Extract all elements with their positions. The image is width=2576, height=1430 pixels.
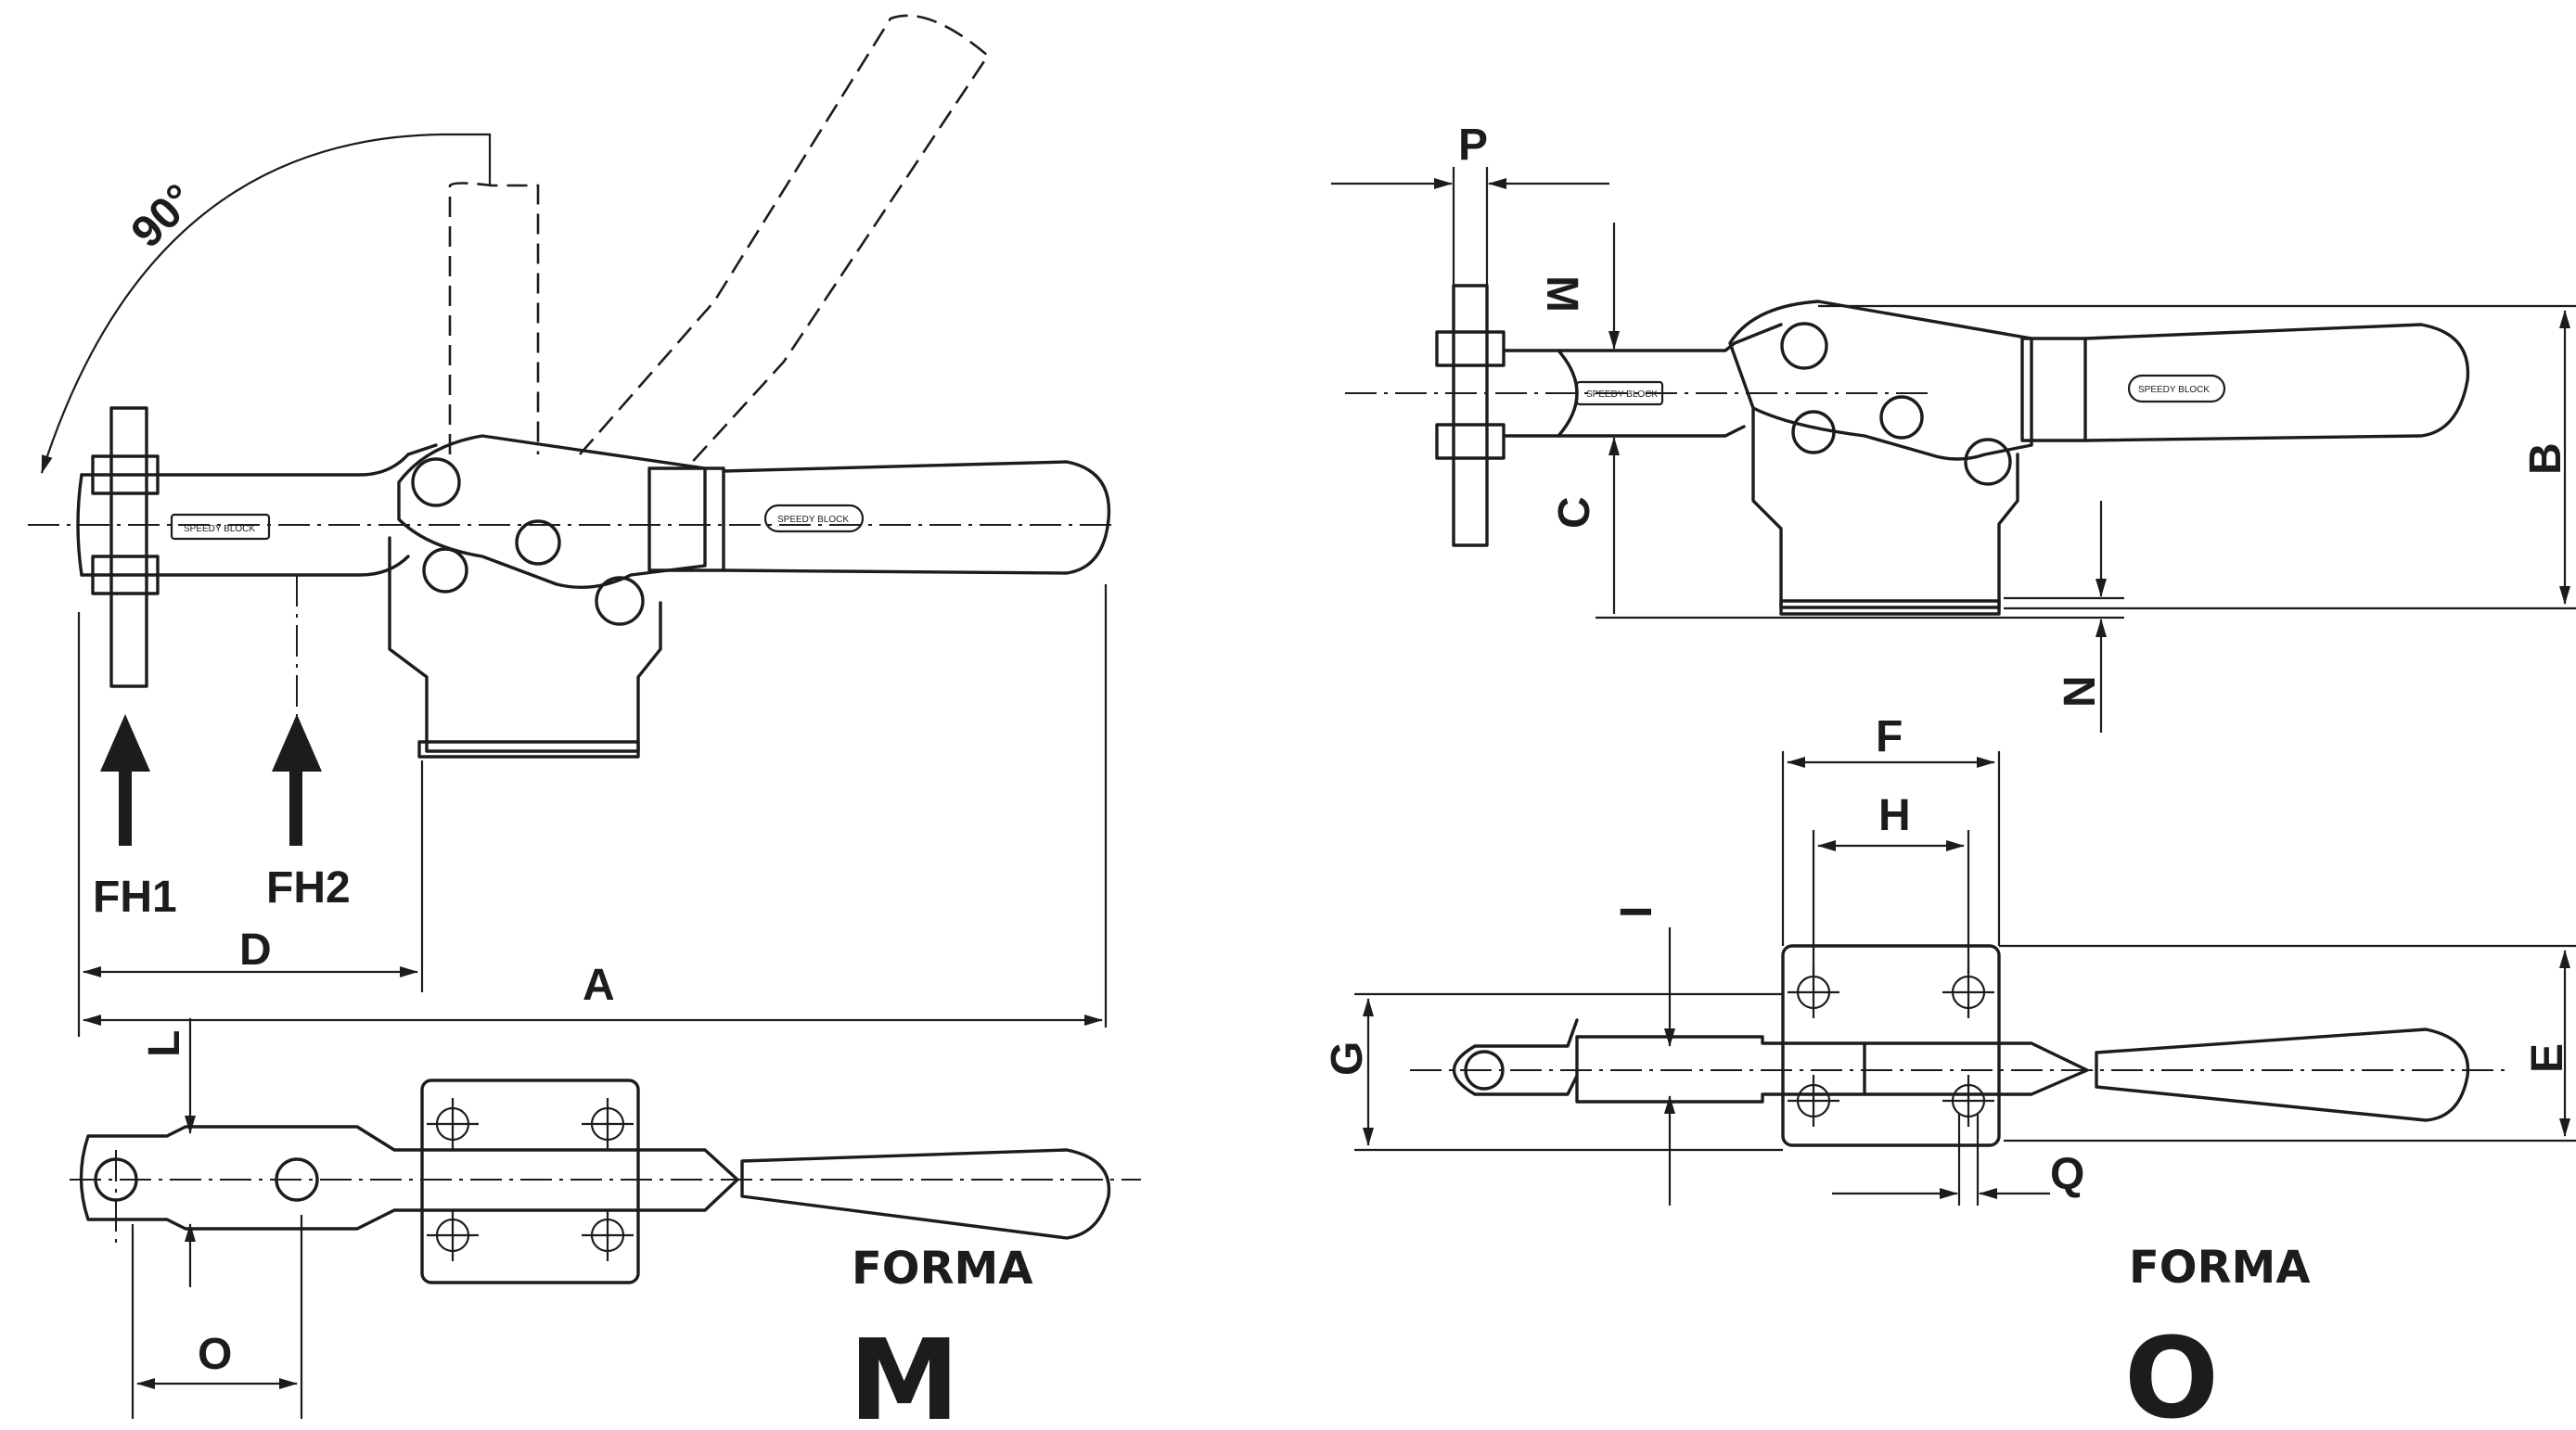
dim-f-label: F: [1876, 712, 1903, 761]
forma-m-word: FORMA: [852, 1243, 1032, 1295]
handle-top-o: [2095, 1028, 2470, 1122]
link-plate-o: [1728, 300, 2033, 461]
handle-logo-plate: [763, 504, 865, 533]
dim-o-label: O: [198, 1330, 232, 1379]
dim-d-label: D: [239, 926, 272, 975]
svg-text:SPEEDY BLOCK: SPEEDY BLOCK: [777, 515, 849, 525]
fh1-force-arrow: FH1: [93, 714, 177, 922]
forma-o-word: FORMA: [2129, 1242, 2310, 1294]
angle-label: 90°: [122, 175, 205, 258]
clamp-arm-o: [1502, 323, 1783, 438]
handle-grip-o: [2083, 323, 2470, 442]
dim-n-label: N: [2056, 675, 2105, 708]
spindle-o: [1452, 284, 1489, 547]
handle-ghost-vertical: [448, 182, 540, 454]
handle-top-m: [740, 1148, 1111, 1240]
dim-e-label: E: [2523, 1043, 2572, 1073]
forma-o-top-view: F H I G E Q FORMA O: [1323, 712, 2576, 1430]
forma-o-letter: O: [2124, 1315, 2219, 1430]
fh2-force-arrow: FH2: [266, 714, 351, 913]
dim-h-label: H: [1878, 791, 1911, 840]
arm-logo-plate: [170, 513, 271, 541]
dim-i-label: I: [1612, 906, 1661, 918]
dim-m-label: M: [1537, 275, 1586, 313]
spindle: [109, 406, 148, 688]
handle-ghost-angled: [579, 14, 990, 469]
dim-b-label: B: [2521, 442, 2570, 475]
svg-text:SPEEDY BLOCK: SPEEDY BLOCK: [1586, 389, 1658, 400]
dim-g-label: G: [1323, 1041, 1372, 1076]
dim-c-label: C: [1550, 496, 1599, 529]
link-plate: [397, 434, 707, 589]
arm-top-m: [79, 1125, 739, 1231]
clamp-arm: [80, 443, 438, 577]
svg-text:FH2: FH2: [266, 863, 351, 913]
forma-m-top-view: L O FORMA M: [70, 1018, 1141, 1430]
forma-m-side-view: SPEEDY BLOCK SPEEDY BLOCK FH1 FH2 90°: [28, 14, 1113, 1037]
dim-q-label: Q: [2050, 1150, 2084, 1199]
dim-l-label: L: [140, 1030, 189, 1057]
dim-p-label: P: [1458, 121, 1488, 170]
handle-grip: [722, 460, 1111, 575]
nut-bottom-o: [1435, 423, 1506, 460]
forma-m-letter: M: [849, 1317, 959, 1430]
dim-a-label: A: [583, 961, 615, 1010]
base-plate-m: [420, 1079, 640, 1284]
forma-o-side-view: SPEEDY BLOCK SPEEDY BLOCK P M C N: [1331, 121, 2576, 733]
base-bracket-o: [1751, 406, 2019, 609]
svg-text:FH1: FH1: [93, 873, 177, 922]
arm-top-o: [1452, 1018, 1579, 1096]
handle-collar: [647, 466, 725, 572]
svg-text:SPEEDY BLOCK: SPEEDY BLOCK: [2138, 385, 2210, 395]
swing-arc: [40, 133, 442, 474]
nut-top-o: [1435, 330, 1506, 367]
base-bracket: [388, 536, 662, 753]
base-plate-o: [1781, 944, 2001, 1147]
arm-logo-text: SPEEDY BLOCK: [184, 524, 255, 534]
